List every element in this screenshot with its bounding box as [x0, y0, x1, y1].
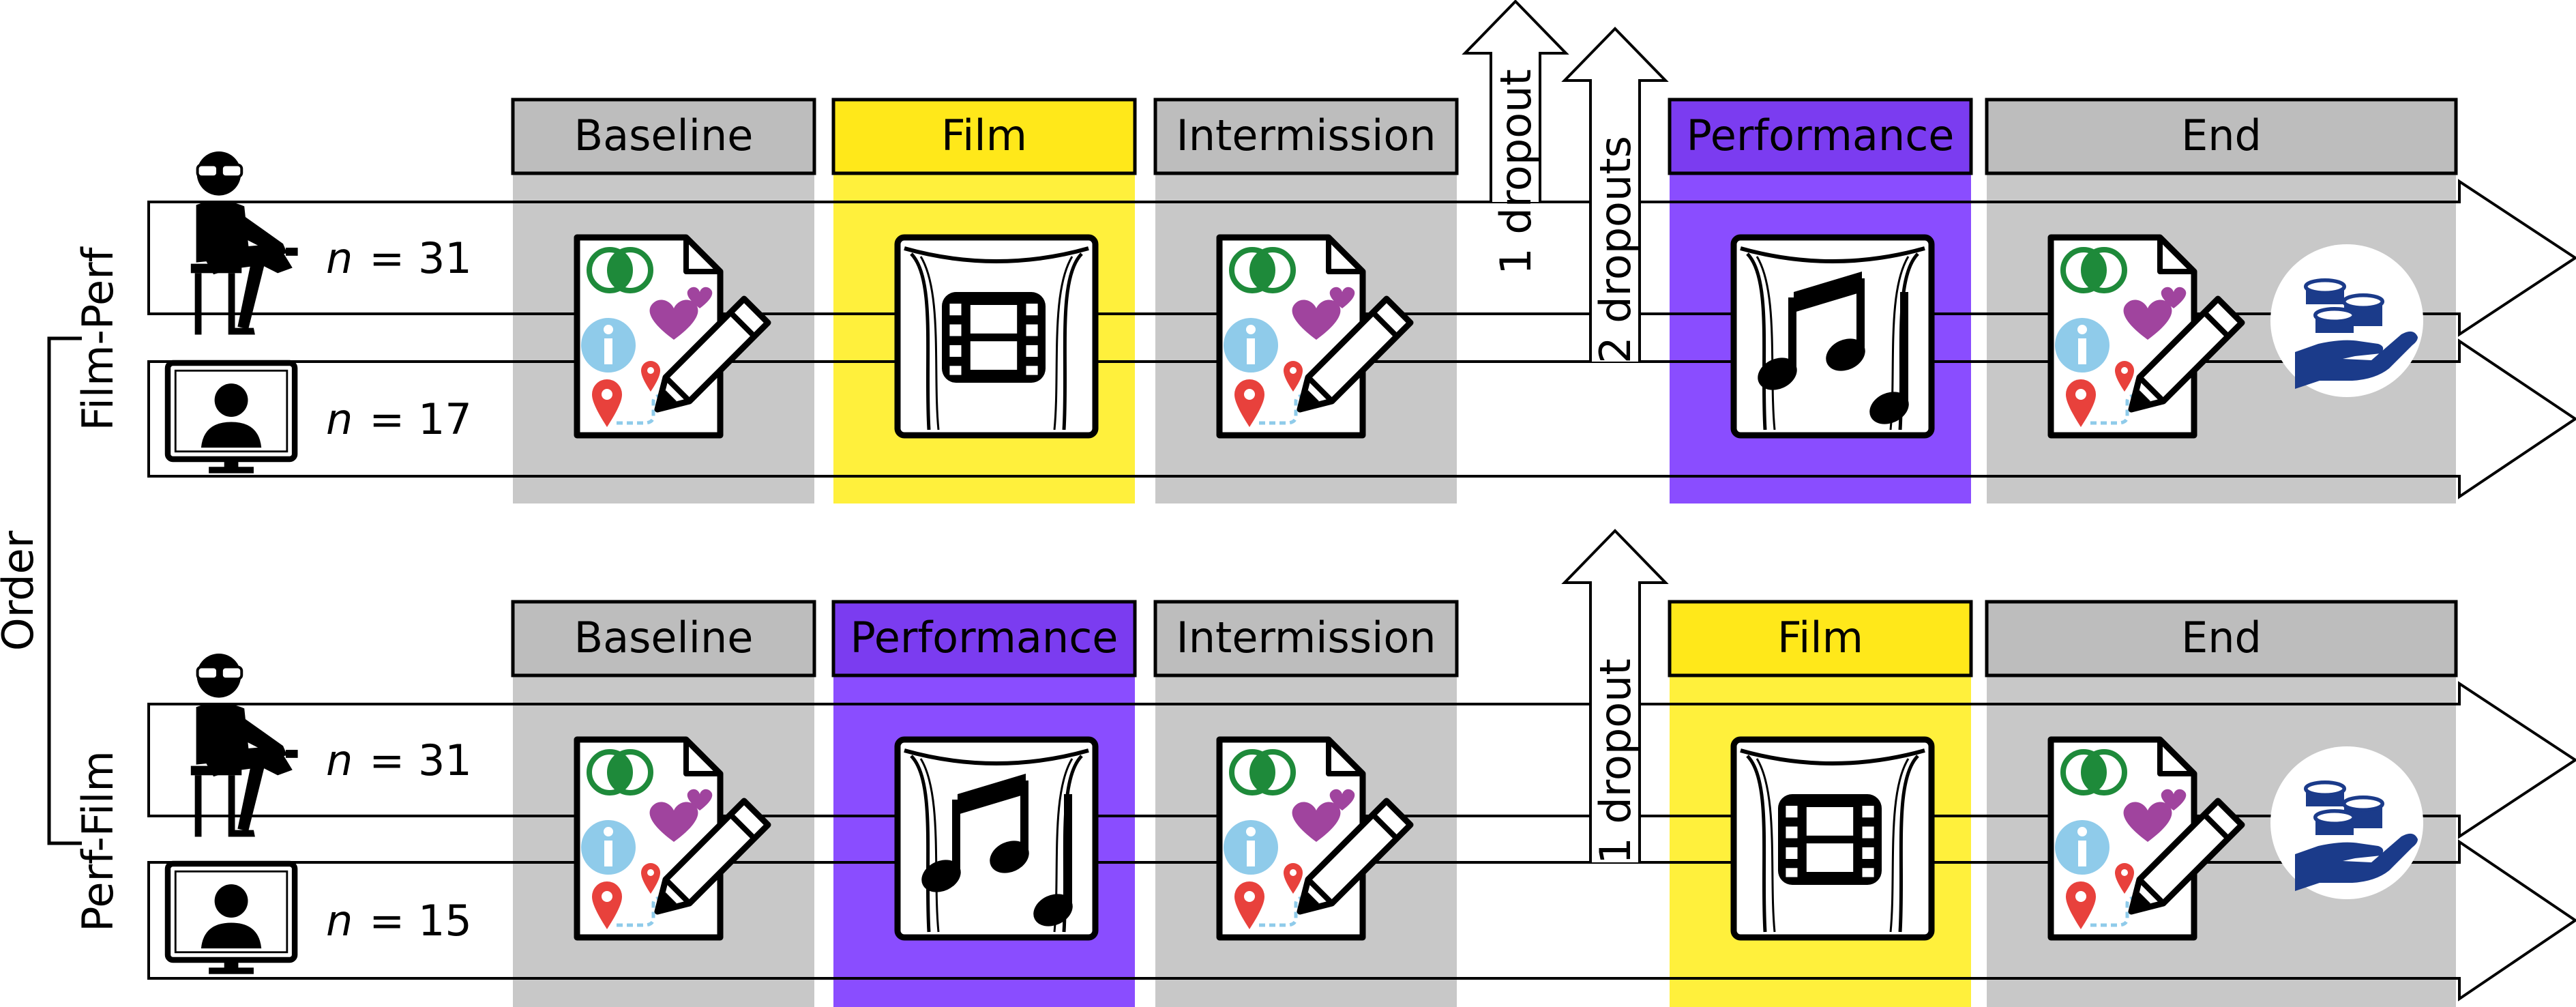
reward-coins-hand-icon	[2270, 244, 2423, 397]
phase-header	[831, 98, 1137, 175]
sample-size-symbol: n	[326, 735, 353, 785]
phase-header	[511, 600, 816, 677]
order-bracket: Order	[0, 336, 82, 845]
phase-header	[1153, 600, 1459, 677]
phase-label: End	[2181, 613, 2262, 662]
phase-header	[831, 600, 1137, 677]
online-participant-icon	[168, 864, 295, 974]
online-participant-icon	[168, 363, 295, 473]
order-label: Order	[0, 530, 43, 651]
film-reel-icon	[942, 292, 1046, 383]
sample-size-symbol: n	[326, 896, 353, 946]
phase-label: End	[2181, 111, 2262, 160]
sample-size-value: = 15	[369, 896, 472, 946]
phase-header	[1985, 98, 2458, 175]
phase-header	[511, 98, 816, 175]
flow-arrow	[147, 839, 2576, 1002]
film-reel-icon	[1778, 794, 1882, 885]
dropout-arrow: 1 dropout	[1561, 529, 1669, 864]
phase-label: Performance	[850, 613, 1119, 662]
in-person-participant-icon	[189, 150, 299, 336]
phase-performance: Performance	[831, 600, 1137, 1007]
sample-size: n = 31	[326, 735, 472, 785]
phase-label: Film	[1777, 613, 1863, 662]
participant-flow-lane: n = 31	[147, 150, 2576, 337]
phase-label: Intermission	[1176, 613, 1436, 662]
dropout-label: 1 dropout	[1590, 658, 1640, 864]
phase-header	[1668, 600, 1973, 677]
phase-label: Baseline	[574, 111, 754, 160]
in-person-participant-icon	[189, 652, 299, 838]
dropout-arrow: 2 dropouts	[1561, 27, 1669, 364]
sample-size-symbol: n	[326, 394, 353, 444]
reward-coins-hand-icon	[2270, 746, 2423, 899]
sample-size-symbol: n	[326, 233, 353, 283]
sample-size-value: = 31	[369, 735, 472, 785]
phase-header	[1668, 98, 1973, 175]
phase-header	[1153, 98, 1459, 175]
sample-size-value: = 31	[369, 233, 472, 283]
phase-survey: Intermission	[1153, 98, 1459, 504]
group-film-perf: Baseline Film Intermission Performance End n =…	[73, 98, 2576, 504]
flow-arrow	[147, 681, 2576, 839]
participant-flow-lane: n = 15	[147, 839, 2576, 1002]
participant-flow-lane: n = 17	[147, 338, 2576, 499]
sample-size: n = 17	[326, 394, 472, 444]
phase-header	[1985, 600, 2458, 677]
participant-flow-lane: n = 31	[147, 652, 2576, 839]
phase-label: Performance	[1687, 111, 1955, 160]
phase-label: Intermission	[1176, 111, 1436, 160]
sample-size-value: = 17	[369, 394, 472, 444]
sample-size: n = 31	[326, 233, 472, 283]
dropout-label: 1 dropout	[1491, 69, 1541, 274]
phase-survey: Baseline	[511, 98, 816, 504]
dropout-label: 2 dropouts	[1590, 136, 1640, 364]
flow-arrow	[147, 338, 2576, 499]
phase-label: Baseline	[574, 613, 754, 662]
sample-size: n = 15	[326, 896, 472, 946]
group-perf-film: Baseline Performance Intermission Film End n =…	[73, 600, 2576, 1007]
dropout-arrow: 1 dropout	[1462, 0, 1569, 275]
flow-arrow	[147, 179, 2576, 337]
phase-label: Film	[941, 111, 1027, 160]
order-group-label: Perf-Film	[73, 750, 123, 932]
